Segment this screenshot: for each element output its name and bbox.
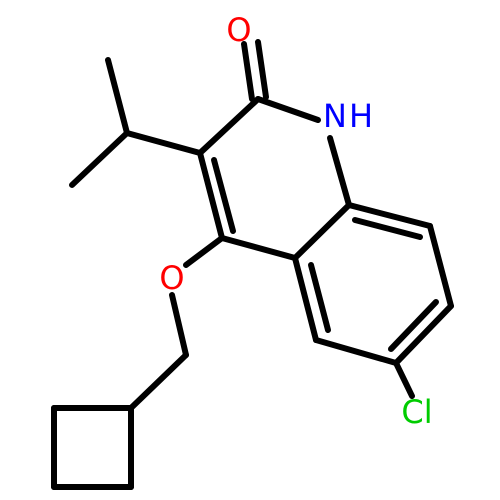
atom-nitrogen: N <box>323 97 347 135</box>
bond-c4-c4a <box>219 235 298 261</box>
bond-c3-c2 <box>197 96 261 156</box>
bond-c7-c6-outer <box>393 303 454 366</box>
bond-c5-c4a-inner <box>308 262 331 333</box>
bond-ch2-cyclobutyl <box>128 352 189 411</box>
bond-c8-c7 <box>427 223 454 309</box>
bond-c8a-c8-outer <box>346 202 433 229</box>
bond-c4-o-ether <box>183 235 225 268</box>
bond-isopropyl-methyl-left <box>69 130 130 188</box>
atom-oxygen-ether: O <box>159 259 184 297</box>
bond-o-ch2 <box>169 292 189 358</box>
bond-c2-n <box>255 96 321 123</box>
atom-hydrogen-on-n: H <box>349 97 373 135</box>
bond-c5-c4a-outer <box>292 255 319 343</box>
bond-c2-o-double-a <box>241 41 255 102</box>
bond-c3-c4-inner <box>211 157 236 234</box>
bond-n-c8a <box>327 135 352 208</box>
bond-c8a-c8-inner <box>352 217 423 240</box>
bond-isopropyl-methyl-top <box>105 57 130 136</box>
bond-c6-cl <box>393 360 415 399</box>
bond-isopropyl-to-c3 <box>124 130 203 156</box>
bond-c7-c6-inner <box>388 299 439 352</box>
bond-c3-c4-outer <box>197 150 225 241</box>
bond-c4a-c8a <box>292 202 352 261</box>
bond-c6-c5 <box>313 337 399 366</box>
bond-c2-o-double-b <box>255 39 269 100</box>
atom-chlorine: Cl <box>401 393 432 431</box>
atom-oxygen-carbonyl: O <box>226 11 251 49</box>
